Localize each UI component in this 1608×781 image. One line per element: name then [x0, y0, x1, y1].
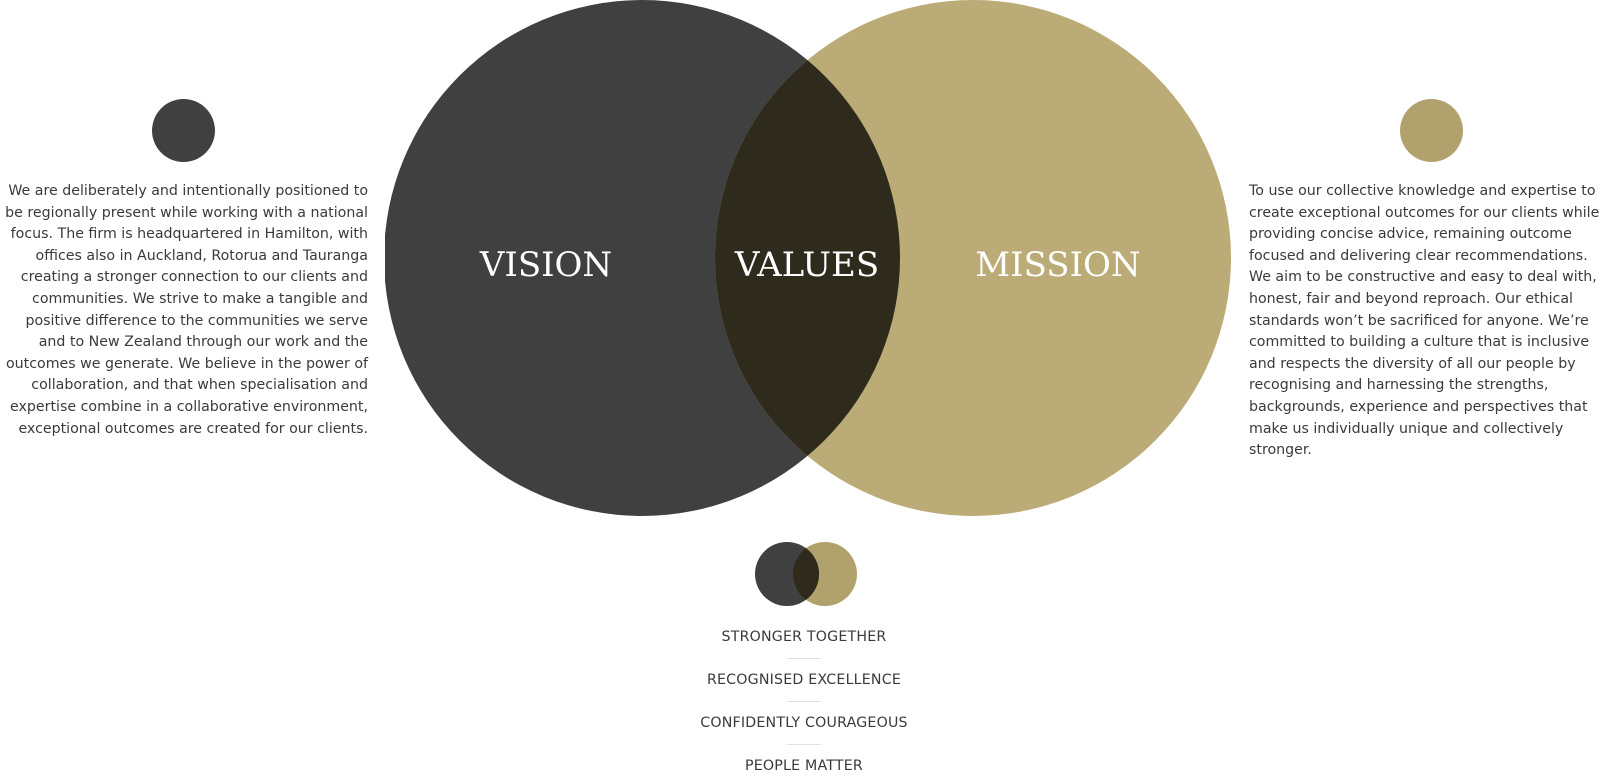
venn-diagram: VISION VALUES MISSION — [385, 0, 1231, 516]
value-item-people-matter: PEOPLE MATTER — [745, 758, 863, 774]
value-item-stronger-together: STRONGER TOGETHER — [721, 629, 887, 645]
values-overlap — [715, 0, 900, 516]
value-divider — [787, 744, 821, 745]
overlapping-circles-icon — [755, 542, 857, 606]
value-divider — [787, 658, 821, 659]
vision-description: We are deliberately and intentionally po… — [5, 183, 368, 437]
values-list: STRONGER TOGETHER RECOGNISED EXCELLENCE … — [604, 626, 1004, 777]
value-item-confidently-courageous: CONFIDENTLY COURAGEOUS — [700, 715, 908, 731]
value-divider — [787, 701, 821, 702]
mission-label: MISSION — [975, 245, 1140, 285]
dark-circle-icon — [152, 99, 215, 162]
value-item-recognised-excellence: RECOGNISED EXCELLENCE — [706, 672, 902, 688]
gold-circle-icon — [1400, 99, 1463, 162]
mission-description: To use our collective knowledge and expe… — [1249, 183, 1600, 459]
values-label: VALUES — [734, 245, 879, 285]
vision-label: VISION — [479, 245, 612, 285]
